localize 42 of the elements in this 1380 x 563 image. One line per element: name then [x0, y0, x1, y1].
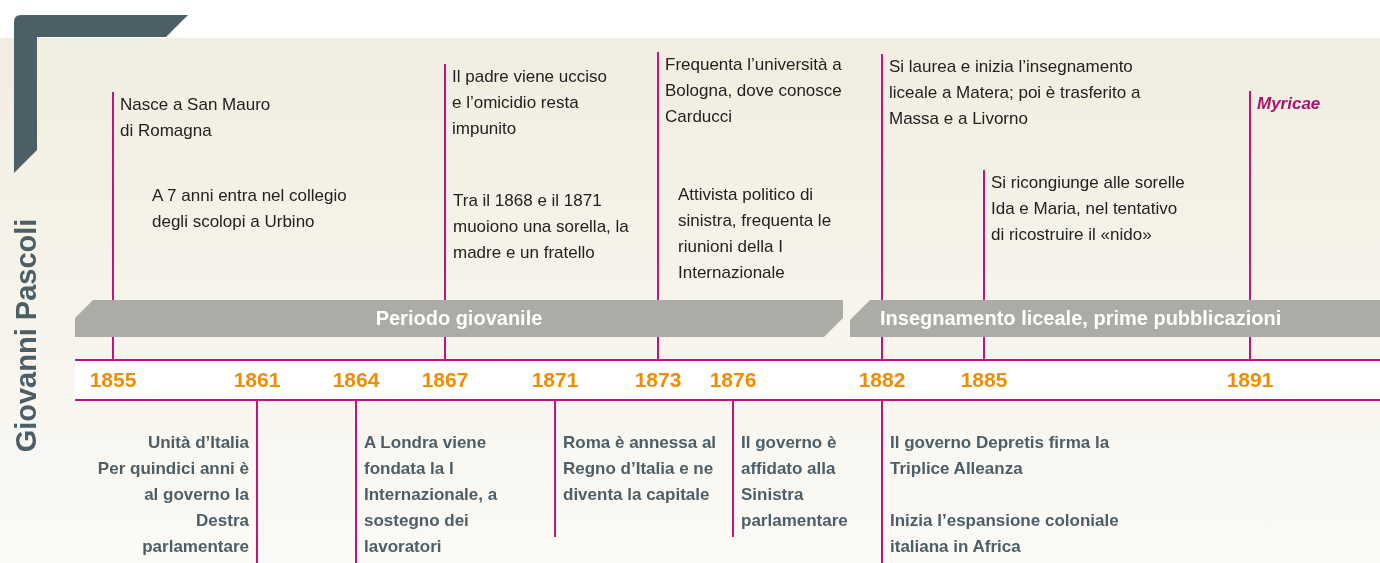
timeline-marker-line: [881, 398, 883, 563]
year-label: 1873: [634, 367, 682, 393]
period-band: [850, 300, 1380, 337]
event-text: Myricae: [1257, 93, 1322, 115]
timeline-marker-line: [732, 398, 734, 538]
event-text: A 7 anni entra nel collegio degli scolopi a Urbino: [152, 185, 348, 233]
event-text: Tra il 1868 e il 1871 muoiono una sorella, la madre e un fratello: [453, 190, 630, 264]
history-event-text: Il governo Depretis firma la Triplice Alleanza: [890, 432, 1111, 480]
year-label: 1885: [960, 367, 1008, 393]
year-label: 1855: [89, 367, 137, 393]
year-label: 1871: [531, 367, 579, 393]
event-text: Il padre viene ucciso e l’omicidio resta impunito: [452, 66, 608, 140]
year-label: 1876: [709, 367, 757, 393]
title: Giovanni Pascoli: [10, 218, 44, 452]
event-text: Si laurea e inizia l’insegnamento liceale a Matera; poi è trasferito a Massa e a Livorno: [889, 56, 1142, 130]
event-text: Attivista politico di sinistra, frequenta le riunioni della I Internazionale: [678, 184, 833, 284]
year-label: 1867: [421, 367, 469, 393]
history-event-text: Roma è annessa al Regno d’Italia e ne diventa la capitale: [563, 432, 717, 506]
timeline-marker-line: [112, 91, 114, 301]
period-band: [75, 300, 843, 337]
band-label: Insegnamento liceale, prime pubblicazioni: [880, 307, 1282, 329]
year-label: 1882: [858, 367, 906, 393]
year-label: 1864: [332, 367, 380, 393]
timeline-marker-line: [983, 169, 985, 301]
year-label: 1891: [1226, 367, 1274, 393]
timeline-marker-line: [1249, 90, 1251, 301]
timeline-marker-line: [881, 53, 883, 301]
event-text: Nasce a San Mauro di Romagna: [120, 94, 272, 142]
timeline-marker-line: [256, 398, 258, 563]
history-event-text: Inizia l’espansione coloniale italiana in Africa: [890, 510, 1120, 558]
history-event-text: Per quindici anni è al governo la Destra parlamentare: [96, 458, 249, 558]
history-event-text: Il governo è affidato alla Sinistra parlamentare: [741, 432, 849, 532]
year-label: 1861: [233, 367, 281, 393]
event-text: Si ricongiunge alle sorelle Ida e Maria, nel tentativo di ricostruire il «nido»: [991, 172, 1186, 246]
timeline-marker-line: [444, 63, 446, 301]
timeline-marker-line: [657, 51, 659, 301]
history-event-text: Unità d’Italia: [146, 432, 249, 454]
timeline-marker-line: [355, 398, 357, 563]
band-label: Periodo giovanile: [375, 307, 543, 329]
timeline-marker-line: [554, 398, 556, 538]
event-text: Frequenta l’università a Bologna, dove conosce Carducci: [665, 54, 843, 128]
history-event-text: A Londra viene fondata la I Internazionale, a sostegno dei lavoratori: [364, 432, 499, 558]
